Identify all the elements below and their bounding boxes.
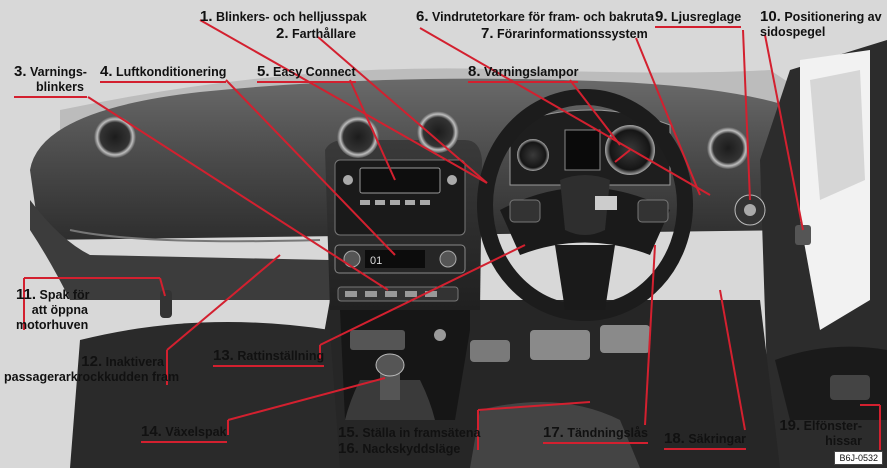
air-vent — [417, 111, 459, 153]
driver-seat — [470, 402, 640, 468]
label-19: 19. Elfönster- hissar — [779, 417, 862, 448]
gear-knob — [375, 353, 405, 377]
air-vent — [707, 127, 749, 169]
air-vent — [94, 116, 136, 158]
climate-display-text: 01 — [370, 255, 382, 267]
temperature-gauge — [517, 139, 549, 171]
passenger-seat — [70, 322, 340, 468]
label-1: 1. Blinkers- och helljusspak — [200, 8, 367, 25]
label-4: 4. Luftkonditionering — [100, 64, 227, 83]
seat-logo — [595, 196, 617, 210]
air-vent — [337, 116, 379, 158]
info-display — [564, 129, 601, 171]
figure-code: B6J-0532 — [834, 451, 883, 465]
label-10: 10. Positionering av sidospegel — [760, 8, 882, 39]
label-15: 15. Ställa in framsätena — [338, 424, 481, 441]
label-5: 5. Easy Connect — [257, 64, 356, 83]
window-switch-panel — [830, 375, 870, 400]
hood-release-lever — [160, 290, 172, 318]
switch-row — [337, 286, 459, 302]
label-11: 11. Spak för att öppna motorhuven — [16, 286, 90, 332]
mirror-adjust-knob — [795, 225, 811, 245]
label-14: 14. Växelspak — [141, 424, 227, 443]
pedal — [470, 340, 510, 362]
label-7: 7. Förarinformationssystem — [481, 25, 648, 42]
pedal — [600, 325, 650, 353]
label-16: 16. Nackskyddsläge — [338, 440, 461, 457]
label-8: 8. Varningslampor — [468, 64, 579, 83]
pedal — [530, 330, 590, 360]
label-12: 12. Inaktivera passagerarkrockkudden fra… — [4, 353, 180, 384]
label-17: 17. Tändningslås — [543, 425, 648, 444]
label-3: 3. Varnings- blinkers — [14, 64, 87, 98]
leader-lines — [23, 19, 881, 450]
label-18: 18. Säkringar — [664, 431, 747, 450]
steering-wheel-rim — [477, 89, 693, 321]
steering-wheel-hub — [560, 175, 610, 235]
label-9: 9. Ljusreglage — [655, 9, 742, 28]
label-6: 6. Vindrutetorkare för fram- och bakruta — [416, 8, 655, 25]
label-13: 13. Rattinställning — [213, 348, 325, 367]
label-2: 2. Farthållare — [276, 25, 356, 42]
